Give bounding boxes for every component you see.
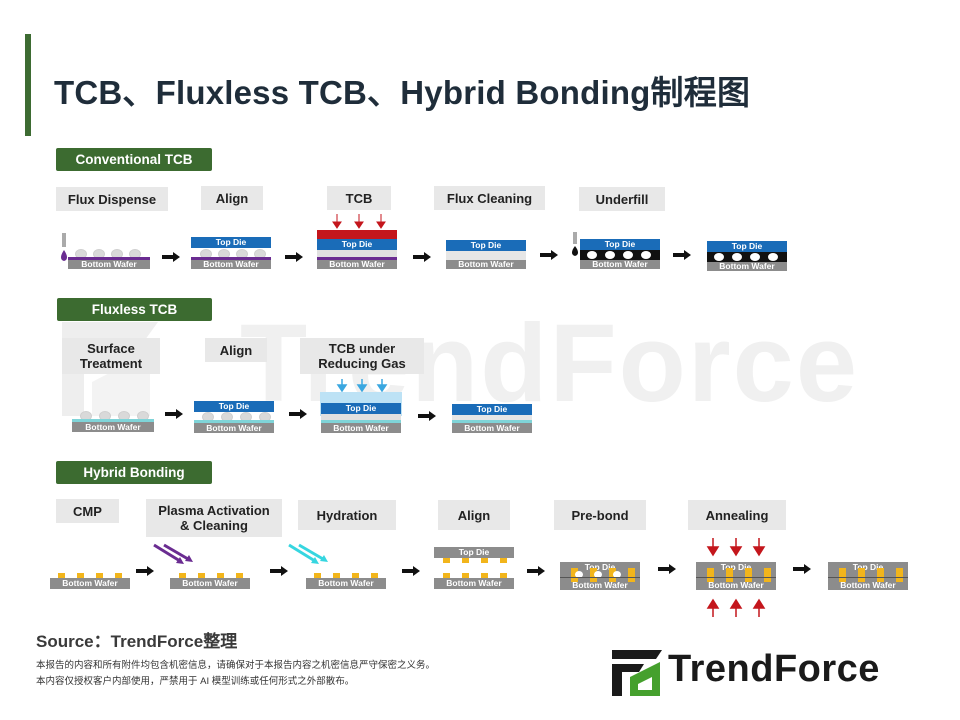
top-die: Top Die — [452, 404, 532, 415]
step-flux-dispense: Flux Dispense — [56, 187, 168, 211]
step-align: Align — [438, 500, 510, 530]
step-plasma-activation-cleaning: Plasma Activation & Cleaning — [146, 499, 282, 537]
reducing-gas-arrows-icon — [336, 379, 388, 393]
bottom-wafer: Bottom Wafer — [306, 578, 386, 589]
usage-note: 本内容仅授权客户内部使用，严禁用于 AI 模型训练或任何形式之外部散布。 — [36, 676, 355, 687]
flow-arrow-icon — [162, 252, 180, 262]
title-accent-bar — [25, 34, 31, 136]
bottom-wafer: Bottom Wafer — [572, 580, 628, 590]
step-tcb-under-reducing-gas: TCB under Reducing Gas — [300, 338, 424, 374]
top-die: Top Die — [191, 237, 271, 248]
step-underfill: Underfill — [579, 187, 665, 211]
bottom-wafer: Bottom Wafer — [446, 260, 526, 269]
step-tcb: TCB — [327, 186, 391, 210]
bottom-wafer: Bottom Wafer — [707, 262, 787, 271]
bottom-wafer: Bottom Wafer — [321, 423, 401, 433]
step-align: Align — [205, 338, 267, 362]
step-align: Align — [201, 186, 263, 210]
flow-arrow-icon — [402, 566, 420, 576]
section-label-hybrid-bonding: Hybrid Bonding — [56, 461, 212, 484]
top-die: Top Die — [446, 240, 526, 251]
page-title: TCB、Fluxless TCB、Hybrid Bonding制程图 — [54, 74, 751, 111]
top-die: Top Die — [317, 239, 397, 250]
flow-arrow-icon — [527, 566, 545, 576]
step-hydration: Hydration — [298, 500, 396, 530]
source-text: Source：TrendForce整理 — [36, 632, 238, 651]
bottom-wafer: Bottom Wafer — [50, 578, 130, 589]
pressure-up-arrows-icon — [706, 598, 766, 617]
underfill-dispenser-icon — [572, 232, 578, 256]
section-label-fluxless-tcb: Fluxless TCB — [57, 298, 212, 321]
flux-dispenser-icon — [61, 233, 67, 261]
trendforce-logo-icon — [612, 650, 662, 696]
tcb-heater — [317, 230, 397, 239]
pressure-down-arrows-icon — [706, 538, 766, 557]
bottom-wafer: Bottom Wafer — [72, 422, 154, 432]
flow-arrow-icon — [285, 252, 303, 262]
step-annealing: Annealing — [688, 500, 786, 530]
flow-arrow-icon — [418, 411, 436, 421]
flow-arrow-icon — [136, 566, 154, 576]
flow-arrow-icon — [165, 409, 183, 419]
flow-arrow-icon — [270, 566, 288, 576]
top-die: Top Die — [707, 241, 787, 252]
pressure-arrows-icon — [332, 214, 386, 229]
top-die: Top Die — [852, 562, 884, 572]
top-die: Top Die — [321, 403, 401, 414]
trendforce-logo-text: TrendForce — [668, 648, 880, 690]
step-pre-bond: Pre-bond — [554, 500, 646, 530]
flow-arrow-icon — [658, 564, 676, 574]
step-surface-treatment: Surface Treatment — [62, 338, 160, 374]
step-flux-cleaning: Flux Cleaning — [434, 186, 545, 210]
top-die: Top Die — [580, 239, 660, 250]
hydration-arrows-icon — [288, 543, 328, 564]
bottom-wafer: Bottom Wafer — [452, 423, 532, 433]
bottom-wafer: Bottom Wafer — [68, 260, 150, 269]
flow-arrow-icon — [289, 409, 307, 419]
bottom-wafer: Bottom Wafer — [317, 260, 397, 269]
bottom-wafer: Bottom Wafer — [580, 260, 660, 269]
flow-arrow-icon — [793, 564, 811, 574]
bottom-wafer: Bottom Wafer — [191, 260, 271, 269]
flow-arrow-icon — [673, 250, 691, 260]
top-die: Top Die — [434, 547, 514, 558]
bottom-wafer: Bottom Wafer — [708, 580, 764, 590]
bottom-wafer: Bottom Wafer — [434, 578, 514, 589]
section-label-conventional-tcb: Conventional TCB — [56, 148, 212, 171]
bottom-wafer: Bottom Wafer — [170, 578, 250, 589]
top-die: Top Die — [584, 562, 616, 572]
top-die: Top Die — [194, 401, 274, 412]
bottom-wafer: Bottom Wafer — [840, 580, 896, 590]
plasma-arrows-icon — [153, 543, 193, 564]
top-die: Top Die — [720, 562, 752, 572]
bottom-wafer: Bottom Wafer — [194, 423, 274, 433]
flow-arrow-icon — [540, 250, 558, 260]
confidentiality-note: 本报告的内容和所有附件均包含机密信息，请确保对于本报告内容之机密信息严守保密之义… — [36, 660, 436, 671]
step-cmp: CMP — [56, 499, 119, 523]
flow-arrow-icon — [413, 252, 431, 262]
